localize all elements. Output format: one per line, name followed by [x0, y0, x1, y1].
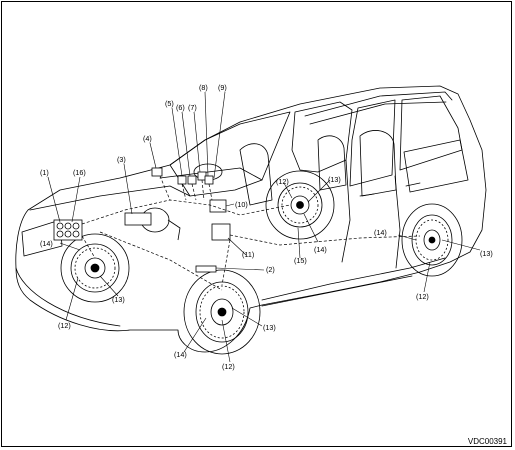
front-right-wheel: [183, 269, 261, 355]
front-seat-2: [317, 135, 347, 191]
callout-label-c9: (9): [218, 83, 227, 92]
callout-label-c11: (11): [242, 250, 254, 259]
dashboard: [159, 167, 263, 181]
leader-5: [171, 107, 183, 177]
callout-label-c13a: (13): [112, 295, 125, 304]
relay-box: [209, 199, 227, 213]
callout-label-c12d: (12): [416, 292, 429, 301]
leader-2: [215, 267, 265, 271]
callout-label-c14b: (14): [174, 350, 187, 359]
callout-label-c7: (7): [188, 103, 197, 112]
leader-14c: [303, 213, 319, 243]
g-sensor: [195, 265, 217, 273]
side-sill: [261, 257, 446, 301]
wiring-harness-rear: [229, 234, 421, 246]
callout-label-c10: (10): [235, 200, 248, 209]
front-bumper: [15, 267, 121, 327]
leader-1: [47, 176, 61, 223]
rear-right-wheel: [401, 203, 463, 277]
rear-left-wheel: [265, 170, 335, 240]
cargo-floor: [403, 139, 469, 193]
leader-12a: [65, 277, 79, 321]
door-line-rear: [394, 175, 401, 269]
leader-12d: [423, 261, 431, 293]
leader-14b: [183, 317, 207, 353]
callout-label-c2: (2): [266, 265, 275, 274]
callout-label-c12b: (12): [222, 362, 235, 371]
callout-label-c6: (6): [176, 103, 185, 112]
side-sill-lower: [261, 275, 413, 307]
callout-label-c3: (3): [117, 155, 126, 164]
callout-label-c12a: (12): [58, 321, 71, 330]
door-handle-rear: [405, 182, 421, 187]
wiring-harness-main: [81, 199, 291, 225]
leader-15: [297, 227, 301, 259]
callout-label-c14a: (14): [40, 239, 53, 248]
leader-12c: [283, 182, 293, 199]
car-body-outline: [15, 85, 487, 353]
callout-label-c14d: (14): [374, 228, 387, 237]
front-left-wheel: [60, 233, 130, 303]
dash-component-6: [187, 175, 197, 185]
roof-rail: [304, 91, 453, 117]
dash-component-4: [151, 167, 163, 177]
wiring-harness-dash: [159, 175, 213, 201]
wiring-harness-front-left: [81, 235, 96, 259]
leader-16: [71, 176, 81, 223]
dash-component-5: [177, 175, 187, 185]
leader-12b: [221, 319, 231, 363]
leader-13c: [307, 179, 331, 203]
abs-control-module: [211, 223, 231, 241]
dash-component-8: [204, 175, 214, 185]
door-line-front: [341, 159, 351, 263]
front-side-window: [291, 101, 353, 173]
callout-label-c5: (5): [165, 99, 174, 108]
leader-3: [123, 163, 133, 215]
front-grille: [21, 219, 63, 257]
rear-seat: [359, 130, 397, 197]
brake-booster: [124, 207, 181, 241]
leader-7: [193, 111, 201, 173]
leader-4: [149, 142, 157, 169]
leader-14d: [397, 234, 417, 241]
leader-13d: [441, 239, 481, 251]
callout-label-c4: (4): [143, 134, 152, 143]
roof-rail-inner: [309, 101, 447, 125]
figure-reference-code: VDC00391: [467, 437, 507, 446]
callout-label-c16: (16): [73, 168, 86, 177]
callout-label-c13b: (13): [263, 323, 276, 332]
rear-side-window: [349, 99, 396, 187]
callout-label-c14c: (14): [314, 245, 327, 254]
front-seat: [239, 143, 273, 206]
leader-11: [227, 237, 247, 256]
callout-label-c12c: (12): [276, 177, 289, 186]
hood-line: [29, 185, 191, 211]
leader-6: [181, 111, 191, 177]
leader-13a: [99, 275, 119, 297]
leader-13b: [231, 307, 263, 327]
callout-label-c13d: (13): [480, 249, 493, 258]
wiring-harness-front-right: [221, 239, 231, 286]
windshield: [169, 111, 291, 197]
callout-label-c1: (1): [40, 168, 49, 177]
rear-quarter-window: [399, 95, 463, 171]
callout-label-c8: (8): [199, 83, 208, 92]
brake-line: [99, 231, 223, 291]
leader-10: [225, 203, 235, 207]
leader-9: [213, 91, 226, 179]
hydraulic-control-unit: [53, 219, 83, 241]
callout-label-c13c: (13): [328, 175, 341, 184]
callout-label-c15: (15): [294, 256, 307, 265]
leader-8: [204, 91, 209, 177]
leader-14a: [59, 242, 81, 251]
